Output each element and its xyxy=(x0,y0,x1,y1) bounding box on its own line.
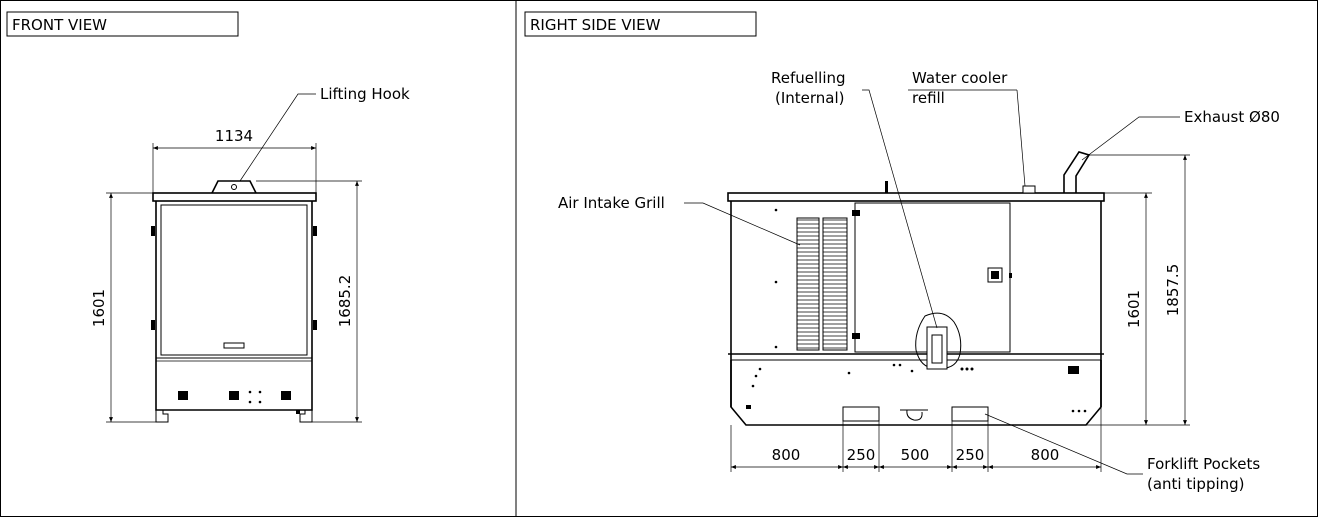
front-dim-width-label: 1134 xyxy=(215,127,253,145)
side-dim-height-body: 1601 xyxy=(1086,192,1152,426)
side-dim-height-total: 1857.5 xyxy=(1089,154,1190,426)
side-dim-seg5-label: 800 xyxy=(1031,446,1060,464)
side-dim-height-body-label: 1601 xyxy=(1125,290,1143,328)
callout-water-line1: Water cooler xyxy=(912,69,1008,87)
callout-exhaust: Exhaust Ø80 xyxy=(1081,108,1280,161)
side-dim-seg4-label: 250 xyxy=(956,446,985,464)
front-view: FRONT VIEW xyxy=(6,11,410,423)
callout-air-intake: Air Intake Grill xyxy=(558,194,801,246)
callout-exhaust-label: Exhaust Ø80 xyxy=(1184,108,1280,126)
callout-refuelling-line2: (Internal) xyxy=(775,89,845,107)
callout-refuelling: Refuelling (Internal) xyxy=(771,69,938,329)
side-view-title: RIGHT SIDE VIEW xyxy=(530,16,661,34)
refuelling-cutout-shape xyxy=(915,312,962,369)
side-dim-segments: 800 250 500 250 800 xyxy=(730,407,1102,472)
front-dim-height-body: 1601 xyxy=(90,192,156,423)
front-dim-width: 1134 xyxy=(152,127,317,193)
callout-forklift-line1: Forklift Pockets xyxy=(1147,455,1260,473)
callout-water-line2: refill xyxy=(912,89,945,107)
front-dim-height-total-label: 1685.2 xyxy=(336,275,354,328)
callout-air-intake-label: Air Intake Grill xyxy=(558,194,665,212)
side-dim-seg2-label: 250 xyxy=(847,446,876,464)
callout-forklift-line2: (anti tipping) xyxy=(1147,475,1245,493)
callout-forklift: Forklift Pockets (anti tipping) xyxy=(984,413,1260,493)
callout-refuelling-line1: Refuelling xyxy=(771,69,846,87)
callout-lifting-hook: Lifting Hook xyxy=(239,85,410,182)
side-enclosure xyxy=(727,151,1105,426)
front-dim-height-body-label: 1601 xyxy=(90,289,108,327)
side-dim-seg3-label: 500 xyxy=(901,446,930,464)
side-dim-height-total-label: 1857.5 xyxy=(1164,264,1182,317)
front-enclosure xyxy=(151,180,317,423)
front-dim-height-total: 1685.2 xyxy=(256,180,362,423)
side-view-title-box xyxy=(524,11,757,37)
callout-lifting-hook-label: Lifting Hook xyxy=(320,85,410,103)
callout-water-cooler: Water cooler refill xyxy=(908,69,1026,187)
side-view: RIGHT SIDE VIEW xyxy=(524,11,1280,493)
lifting-hook-shape xyxy=(211,180,257,194)
front-view-title-box xyxy=(6,11,239,37)
front-view-title: FRONT VIEW xyxy=(12,16,107,34)
exhaust-pipe-shape xyxy=(1063,151,1091,193)
air-intake-louvres xyxy=(796,217,848,351)
side-dim-seg1-label: 800 xyxy=(772,446,801,464)
